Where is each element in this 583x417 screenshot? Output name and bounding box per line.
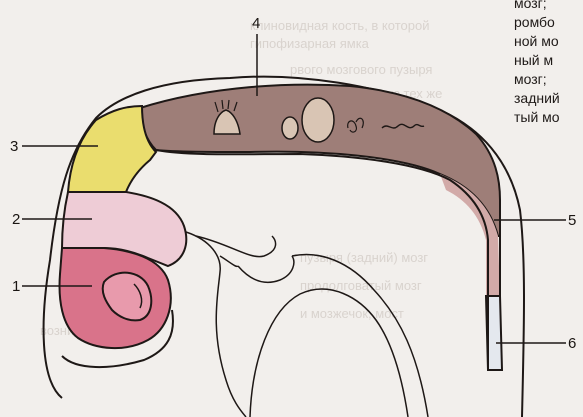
caption-line: мозг; <box>514 0 547 11</box>
callout-4: 4 <box>252 15 260 96</box>
midbrain-region <box>68 106 156 192</box>
label-2: 2 <box>12 211 20 228</box>
label-5: 5 <box>568 212 576 229</box>
label-6: 6 <box>568 335 576 352</box>
ghost-line: продолговатый мозг <box>300 278 422 293</box>
vesicle-small <box>282 117 298 139</box>
caption-line: ной мо <box>514 33 559 49</box>
label-4: 4 <box>252 15 260 32</box>
caption-line: ный м <box>514 52 553 68</box>
ghost-line: рвого мозгового пузыря <box>290 62 432 77</box>
ghost-line: гипофизарная ямка <box>250 36 370 51</box>
caption-line: задний <box>514 90 560 106</box>
vesicle-large <box>302 98 334 142</box>
ghost-line: пузыря (задний) мозг <box>300 250 428 265</box>
caption-line: мозг; <box>514 71 547 87</box>
caption-line: тый мо <box>514 109 560 125</box>
label-1: 1 <box>12 278 20 295</box>
ghost-line: клиновидная кость, в которой <box>250 18 429 33</box>
callout-5: 5 <box>494 212 576 229</box>
label-3: 3 <box>10 138 18 155</box>
caption-line: ромбо <box>514 14 555 30</box>
callout-6: 6 <box>496 335 576 352</box>
caption-block: мозг; ромбо ной мо ный м мозг; задний ты… <box>514 0 560 125</box>
